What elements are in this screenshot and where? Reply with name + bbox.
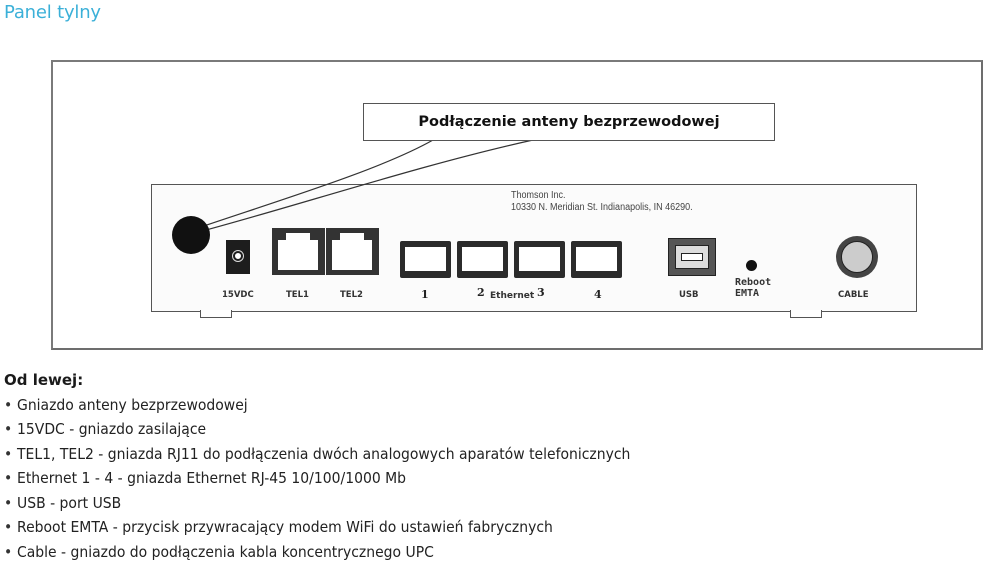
list-item: 15VDC - gniazdo zasilające: [4, 417, 630, 442]
antenna-connector-icon: [172, 216, 210, 254]
ethernet-port-4-icon: [571, 241, 622, 278]
list-item: Cable - gniazdo do podłączenia kabla kon…: [4, 540, 630, 564]
dc-label: 15VDC: [222, 290, 254, 300]
usb-port-icon: [668, 238, 716, 276]
list-item: USB - port USB: [4, 491, 630, 516]
description-heading: Od lewej:: [4, 371, 84, 389]
power-jack-icon: [226, 240, 250, 274]
reboot-button-icon: [746, 260, 757, 271]
reboot-label-line1: Reboot: [735, 277, 772, 288]
device-foot-right: [790, 310, 822, 318]
port-list: Gniazdo anteny bezprzewodowej 15VDC - gn…: [4, 393, 677, 564]
list-item: Ethernet 1 - 4 - gniazda Ethernet RJ-45 …: [4, 466, 630, 491]
ethernet-2-label: 2: [477, 286, 485, 299]
list-item: Gniazdo anteny bezprzewodowej: [4, 393, 630, 418]
ethernet-port-3-icon: [514, 241, 565, 278]
device-foot-left: [200, 310, 232, 318]
coax-cable-connector-icon: [836, 236, 878, 278]
manufacturer-address: 10330 N. Meridian St. Indianapolis, IN 4…: [511, 202, 693, 213]
manufacturer-label: Thomson Inc. 10330 N. Meridian St. India…: [511, 190, 693, 214]
ethernet-port-2-icon: [457, 241, 508, 278]
ethernet-4-label: 4: [594, 288, 602, 301]
reboot-label-line2: EMTA: [735, 288, 760, 299]
tel1-label: TEL1: [286, 290, 309, 300]
port-description: Od lewej: Gniazdo anteny bezprzewodowej …: [4, 368, 677, 564]
ethernet-1-label: 1: [421, 288, 429, 301]
usb-label: USB: [679, 290, 699, 300]
tel2-label: TEL2: [340, 290, 363, 300]
tel1-port-icon: [272, 228, 325, 275]
list-item: Reboot EMTA - przycisk przywracający mod…: [4, 515, 630, 540]
antenna-callout-box: Podłączenie anteny bezprzewodowej: [363, 103, 775, 141]
tel2-port-icon: [326, 228, 379, 275]
manufacturer-name: Thomson Inc.: [511, 190, 566, 201]
page-title: Panel tylny: [4, 2, 101, 23]
ethernet-port-1-icon: [400, 241, 451, 278]
cable-label: CABLE: [838, 290, 869, 300]
ethernet-label: Ethernet: [490, 291, 535, 301]
reboot-label: Reboot EMTA: [735, 277, 771, 299]
list-item: TEL1, TEL2 - gniazda RJ11 do podłączenia…: [4, 442, 630, 467]
ethernet-3-label: 3: [537, 286, 545, 299]
